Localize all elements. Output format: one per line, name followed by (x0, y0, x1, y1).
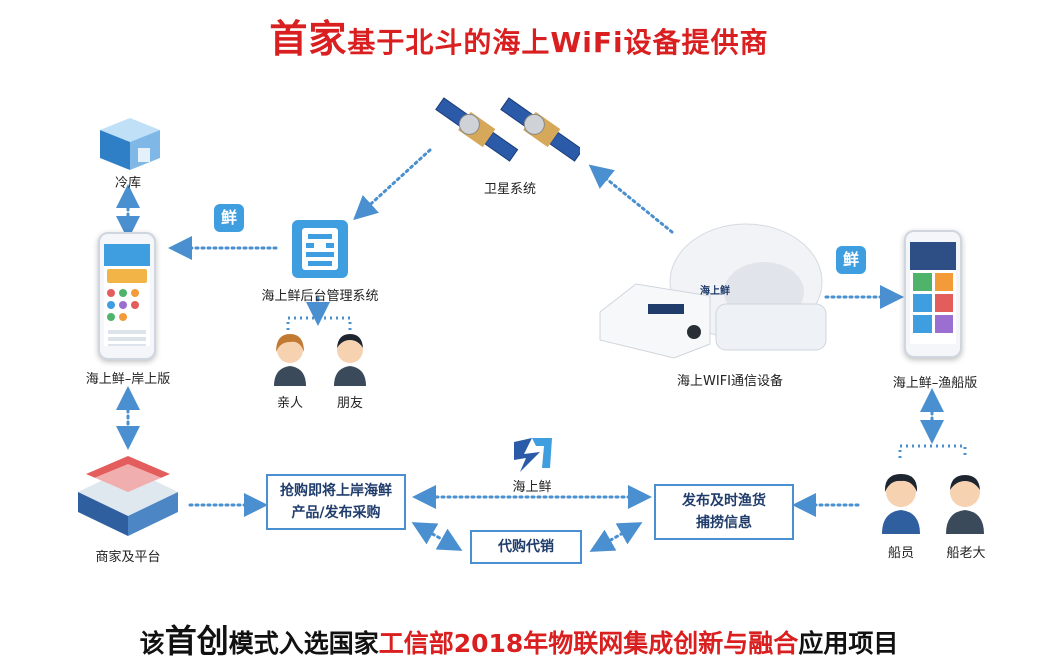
shore-app-label: 海上鲜–岸上版 (85, 372, 171, 387)
footer-part2: 首创 (164, 622, 229, 660)
footer-caption: 该首创模式入选国家工信部2018年物联网集成创新与融合应用项目 (0, 616, 1038, 662)
title-highlight: 首家 (269, 17, 348, 61)
crew-avatar-icon (882, 474, 920, 534)
footer-part4: 工信部2018年物联网集成创新与融合 (378, 629, 799, 658)
friend-avatar-icon (334, 334, 366, 386)
merchants-label: 商家及平台 (95, 550, 161, 565)
brand-logo-icon (514, 438, 552, 472)
boat-app-label: 海上鲜–渔船版 (892, 376, 978, 391)
shore-phone (98, 232, 156, 360)
buy-box: 抢购即将上岸海鲜 产品/发布采购 (266, 474, 406, 530)
merchant-shop-icon (78, 456, 178, 536)
satellite-icon (435, 97, 580, 162)
footer-part3: 模式入选国家 (228, 629, 379, 658)
wifi-device-icon (599, 223, 827, 359)
arrow-satellite-to-backend (353, 148, 432, 221)
bracket-people (286, 316, 352, 330)
arrow-agent-publish (589, 522, 643, 552)
footer-part1: 该 (139, 629, 165, 658)
satellite-label: 卫星系统 (483, 182, 536, 197)
wifi-device-label: 海上WIFI通信设备 (677, 374, 783, 389)
agent-box: 代购代销 (470, 530, 582, 564)
boat-app-icon: 鲜 (836, 246, 866, 274)
buy-box-line1: 抢购即将上岸海鲜 (280, 483, 392, 499)
relatives-label: 亲人 (276, 396, 303, 411)
captain-label: 船老大 (946, 546, 986, 561)
page-title: 首家基于北斗的海上WiFi设备提供商 (0, 8, 1038, 63)
boat-phone (904, 230, 962, 358)
arrow-device-to-satellite (588, 164, 674, 234)
friends-label: 朋友 (336, 396, 363, 411)
cold-storage-icon (100, 118, 160, 170)
bracket-crew (898, 444, 967, 458)
footer-part5: 应用项目 (798, 629, 899, 658)
backend-system-icon (292, 220, 348, 278)
crew-label: 船员 (887, 546, 914, 561)
backend-label: 海上鲜后台管理系统 (261, 289, 379, 304)
publish-box-line1: 发布及时渔货 (682, 493, 766, 509)
cold-storage-label: 冷库 (114, 176, 141, 191)
device-logo: 海上鲜 (700, 286, 730, 297)
title-rest: 基于北斗的海上WiFi设备提供商 (347, 26, 769, 59)
app-icon: 鲜 (214, 204, 244, 232)
brand-label: 海上鲜 (512, 480, 552, 495)
relative-avatar-icon (274, 334, 306, 386)
publish-box-line2: 捕捞信息 (696, 515, 752, 531)
buy-box-line2: 产品/发布采购 (291, 505, 381, 521)
arrow-buy-agent (411, 522, 463, 551)
captain-avatar-icon (946, 475, 984, 534)
publish-box: 发布及时渔货 捕捞信息 (654, 484, 794, 540)
